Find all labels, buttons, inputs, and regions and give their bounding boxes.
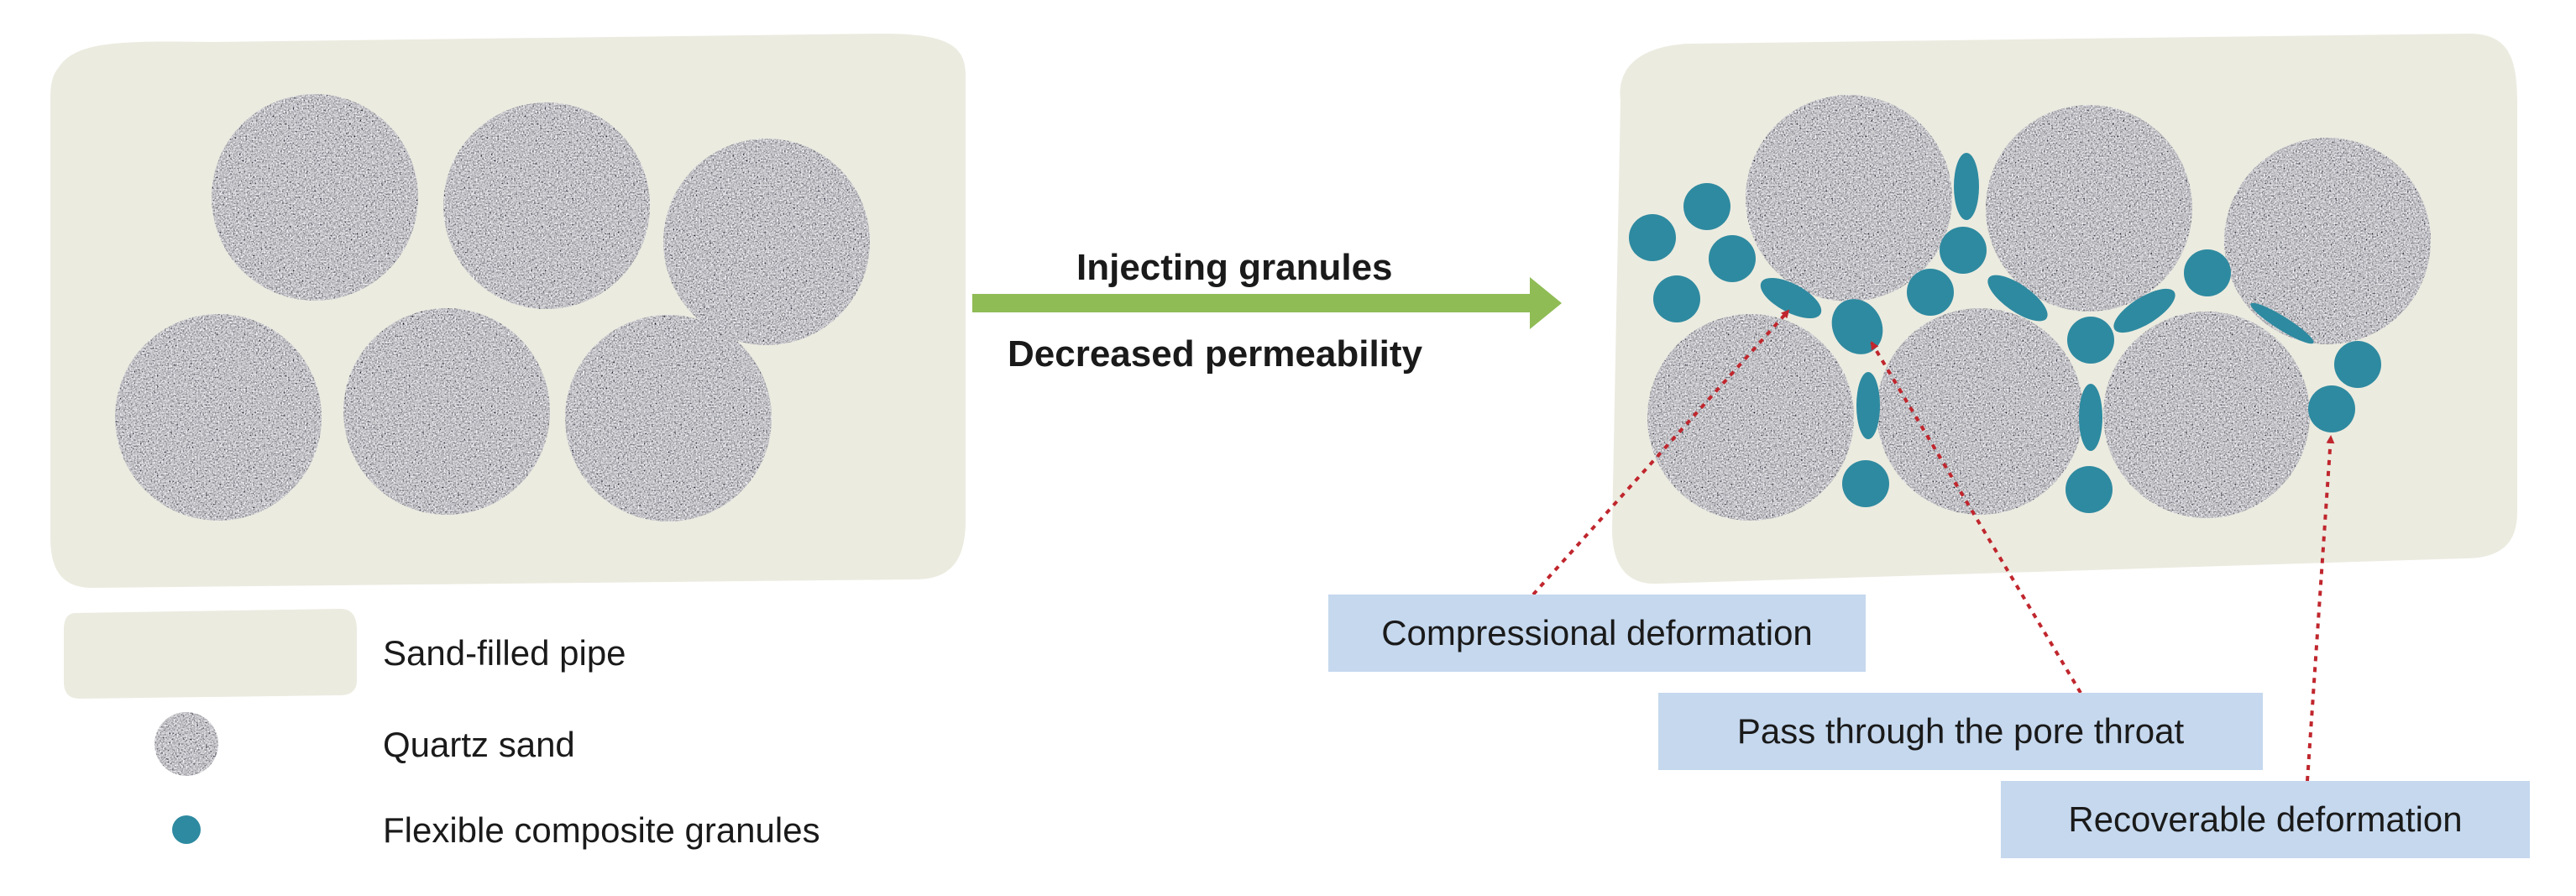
legend-sand-swatch bbox=[154, 712, 218, 776]
deformed-granule bbox=[2113, 288, 2175, 333]
quartz-sand-particle bbox=[343, 308, 550, 515]
flexible-composite-granule bbox=[1629, 214, 1676, 261]
quartz-sand-particle bbox=[443, 102, 650, 309]
callout-compressional: Compressional deformation bbox=[1328, 595, 1866, 672]
legend-granule-swatch bbox=[172, 815, 201, 844]
sand-particles-left bbox=[115, 94, 870, 521]
sand-particles-right bbox=[1647, 95, 2431, 521]
quartz-sand-particle bbox=[1746, 95, 1952, 301]
arrow-label-injecting: Injecting granules bbox=[1076, 247, 1393, 288]
flexible-composite-granule bbox=[2184, 249, 2231, 296]
flexible-composite-granule bbox=[1907, 269, 1954, 316]
deformed-granule bbox=[2250, 302, 2314, 344]
deformed-granule bbox=[1760, 277, 1822, 319]
pointer-pore-throat bbox=[1870, 341, 2082, 694]
quartz-sand-particle bbox=[115, 314, 322, 521]
quartz-sand-particle bbox=[1986, 105, 2192, 312]
quartz-sand-particle bbox=[663, 139, 870, 345]
quartz-sand-particle bbox=[2103, 312, 2310, 518]
process-arrow bbox=[972, 277, 1562, 329]
callout-pore-throat: Pass through the pore throat bbox=[1658, 693, 2263, 770]
quartz-sand-particle bbox=[565, 315, 772, 521]
quartz-sand-particle bbox=[212, 94, 418, 301]
quartz-sand-particle bbox=[2224, 138, 2431, 344]
deformed-granule bbox=[1856, 372, 1880, 439]
pointer-compressional bbox=[1531, 309, 1790, 596]
callout-recoverable: Recoverable deformation bbox=[2001, 781, 2530, 858]
flexible-composite-granule bbox=[1709, 235, 1756, 282]
callout-pointers bbox=[1531, 309, 2335, 782]
flexible-composite-granule bbox=[2308, 385, 2355, 432]
flexible-composite-granule bbox=[1653, 275, 1700, 322]
flexible-composite-granule bbox=[1940, 227, 1987, 274]
deformed-granule bbox=[1954, 153, 1979, 220]
flexible-composite-granule bbox=[1683, 183, 1730, 230]
legend-label-granules: Flexible composite granules bbox=[383, 810, 820, 850]
deformed-granule bbox=[1831, 299, 1883, 354]
deformed-granule bbox=[1987, 275, 2048, 322]
legend-label-sand: Quartz sand bbox=[383, 725, 575, 764]
arrow-label-permeability: Decreased permeability bbox=[1008, 333, 1423, 375]
granules bbox=[1629, 153, 2381, 513]
flexible-composite-granule bbox=[1842, 460, 1889, 507]
flexible-composite-granule bbox=[2334, 341, 2381, 388]
legend-pipe-swatch bbox=[64, 609, 357, 699]
deformed-granule bbox=[2079, 384, 2102, 451]
flexible-composite-granule bbox=[2066, 466, 2113, 513]
flexible-composite-granule bbox=[2067, 317, 2114, 364]
pointer-recoverable bbox=[2306, 435, 2335, 782]
quartz-sand-particle bbox=[1647, 314, 1854, 521]
quartz-sand-particle bbox=[1877, 308, 2083, 515]
legend-label-pipe: Sand-filled pipe bbox=[383, 633, 626, 673]
